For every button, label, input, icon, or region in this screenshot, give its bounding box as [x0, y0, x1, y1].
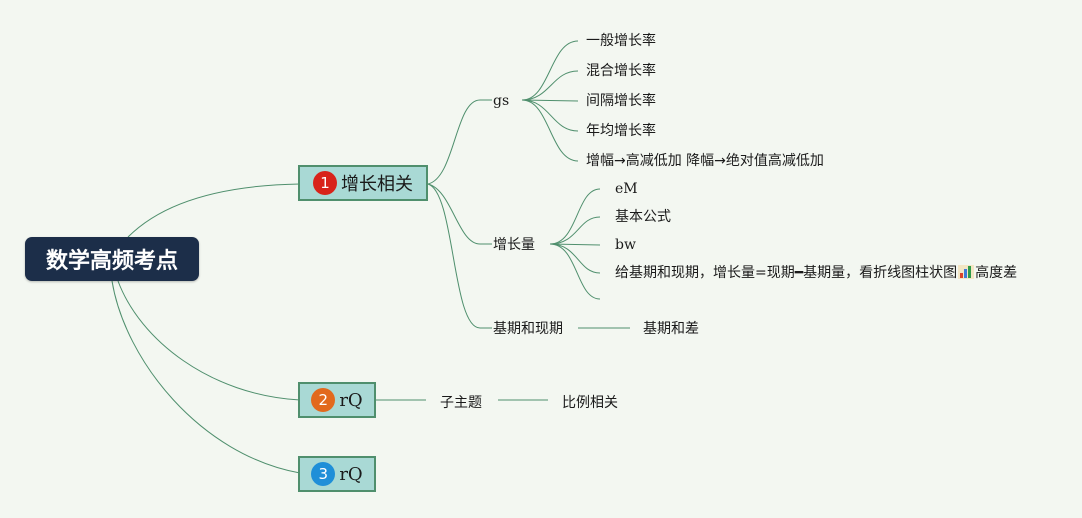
connector [521, 70, 579, 101]
connector [549, 188, 601, 245]
connector [521, 99, 579, 132]
leaf-base-sum-diff[interactable]: 基期和差 [643, 321, 699, 337]
connector [521, 99, 579, 162]
main-topic-1[interactable]: 1 增长相关 [298, 165, 428, 201]
connector [521, 40, 579, 101]
leaf-height-difference: 高度差 [975, 265, 1018, 281]
subtopic-child-topic[interactable]: 子主题 [440, 395, 482, 411]
subtopic-gs[interactable]: gs [493, 93, 510, 109]
number-badge-2-icon: 2 [311, 388, 336, 412]
leaf-annual-growth-rate[interactable]: 年均增长率 [586, 123, 656, 139]
leaf-general-growth-rate[interactable]: 一般增长率 [586, 33, 656, 49]
leaf-given-base-current-text: 给基期和现期，增长量=现期━基期量，看折线图柱状图 [615, 265, 958, 281]
bar-chart-icon [958, 265, 975, 279]
connector [549, 243, 601, 300]
number-badge-3-icon: 3 [311, 462, 336, 486]
root-topic[interactable]: 数学高频考点 [25, 237, 199, 281]
leaf-ratio-related[interactable]: 比例相关 [562, 395, 618, 411]
subtopic-base-current[interactable]: 基期和现期 [493, 321, 563, 337]
main-topic-3-title: rQ [339, 463, 363, 485]
number-badge-1-icon: 1 [313, 171, 337, 195]
connector [127, 183, 301, 238]
leaf-basic-formula[interactable]: 基本公式 [615, 209, 671, 225]
connector [117, 280, 301, 401]
connector [427, 183, 492, 329]
leaf-em[interactable]: eM [615, 181, 638, 197]
main-topic-1-title: 增长相关 [341, 174, 413, 195]
main-topic-3[interactable]: 3 rQ [298, 456, 376, 492]
connector [427, 99, 492, 185]
subtopic-growth-amount[interactable]: 增长量 [493, 237, 535, 253]
connector [549, 243, 601, 246]
leaf-bw[interactable]: bw [615, 237, 636, 253]
connector [521, 99, 579, 102]
connector [427, 183, 492, 245]
connector [111, 280, 301, 474]
connector [549, 216, 601, 245]
leaf-mixed-growth-rate[interactable]: 混合增长率 [586, 63, 656, 79]
root-title: 数学高频考点 [45, 249, 178, 274]
leaf-given-base-current[interactable]: 给基期和现期，增长量=现期━基期量，看折线图柱状图 高度差 [615, 264, 1017, 282]
leaf-increase-decrease-rule[interactable]: 增幅→高减低加 降幅→绝对值高减低加 [586, 153, 824, 169]
main-topic-2[interactable]: 2 rQ [298, 382, 376, 418]
main-topic-2-title: rQ [339, 389, 363, 411]
leaf-interval-growth-rate[interactable]: 间隔增长率 [586, 93, 656, 109]
